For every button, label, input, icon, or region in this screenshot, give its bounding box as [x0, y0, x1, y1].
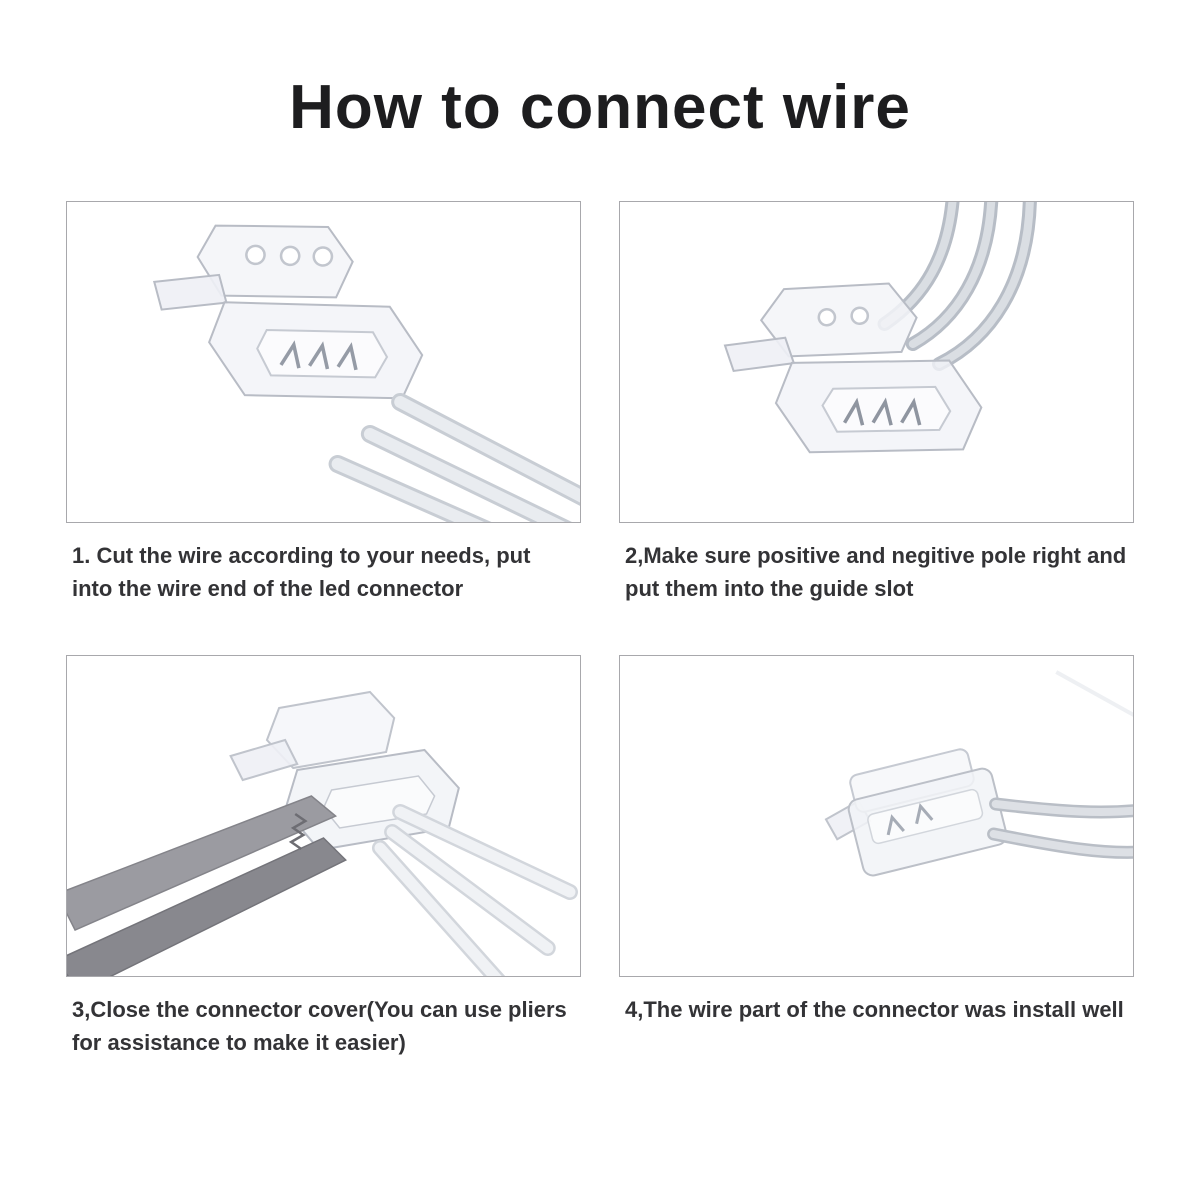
cut-wires	[328, 393, 580, 522]
page-title: How to connect wire	[289, 73, 911, 142]
step3-photo-frame	[66, 655, 581, 977]
wires-into-guide-slot-illustration	[723, 202, 1037, 454]
white-wires	[371, 804, 578, 976]
pliers-closing-cover-illustration	[67, 690, 578, 976]
pliers	[67, 795, 347, 976]
connector-open	[152, 224, 424, 400]
step-panel-4: 4,The wire part of the connector was ins…	[619, 655, 1134, 1059]
step2-caption: 2,Make sure positive and negitive pole r…	[625, 543, 1127, 601]
connector-open	[723, 282, 983, 454]
step1-caption: 1. Cut the wire according to your needs,…	[72, 543, 531, 601]
step3-caption: 3,Close the connector cover(You can use …	[72, 997, 567, 1055]
steps-grid: 1. Cut the wire according to your needs,…	[66, 201, 1134, 1059]
installed-wires	[987, 797, 1133, 859]
step2-photo-frame	[619, 201, 1134, 523]
installed-connector-illustration	[824, 670, 1133, 877]
step-panel-1: 1. Cut the wire according to your needs,…	[66, 201, 581, 605]
open-connector-cut-wires-illustration	[152, 224, 580, 522]
step-panel-3: 3,Close the connector cover(You can use …	[66, 655, 581, 1059]
step4-caption: 4,The wire part of the connector was ins…	[625, 997, 1124, 1022]
step1-photo-frame	[66, 201, 581, 523]
step-panel-2: 2,Make sure positive and negitive pole r…	[619, 201, 1134, 605]
background-edge	[1055, 670, 1133, 717]
step4-photo-frame	[619, 655, 1134, 977]
connector-closed	[824, 748, 1008, 877]
